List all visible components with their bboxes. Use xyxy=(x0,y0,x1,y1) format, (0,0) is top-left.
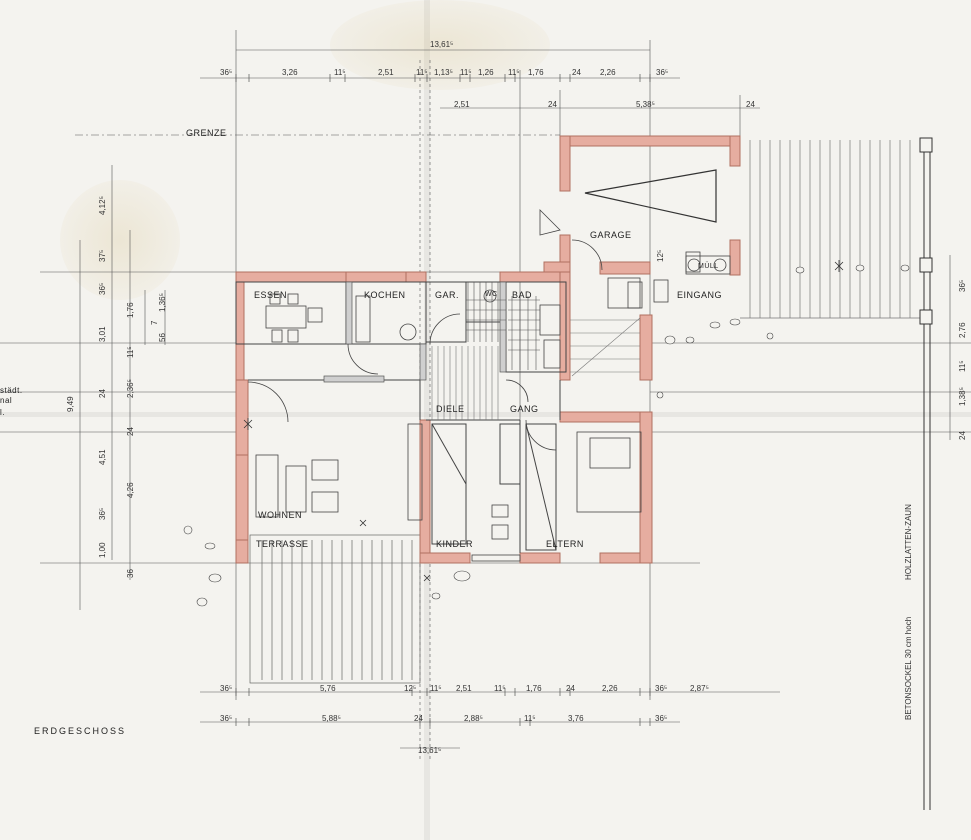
dim-top-row1: 36⁵ xyxy=(656,68,669,77)
dim-left-inner: 36 xyxy=(126,569,135,578)
room-label-kinder: KINDER xyxy=(436,539,474,549)
dim-bottom-row2: 36⁵ xyxy=(220,714,233,723)
dim-top-row1: 1,26 xyxy=(478,68,494,77)
dim-top-row2: 2,51 xyxy=(454,100,470,109)
dim-top-row1: 11⁵ xyxy=(460,68,472,77)
dim-left-inner2: 1,76 xyxy=(126,302,135,318)
dim-top-row1: 1,76 xyxy=(528,68,544,77)
floor-title: ERDGESCHOSS xyxy=(34,726,127,736)
dim-left-outer: 4,12⁵ xyxy=(98,196,107,215)
dim-bottom-row1: 36⁵ xyxy=(220,684,233,693)
dim-bottom-row1: 2,26 xyxy=(602,684,618,693)
dim-left-small: 7 xyxy=(150,320,159,325)
dim-left-inner2: 11⁵ xyxy=(126,346,135,358)
dim-top-row1: 3,26 xyxy=(282,68,298,77)
dim-bottom-row2: 3,76 xyxy=(568,714,584,723)
dim-left-small: 1,36⁵ xyxy=(158,293,167,312)
dim-bottom-row2: 36⁵ xyxy=(655,714,668,723)
base-label: BETONSOCKEL 30 cm hoch xyxy=(904,616,913,720)
dim-bottom-row1: 24 xyxy=(566,684,575,693)
dim-left-inner2: 4,26 xyxy=(126,482,135,498)
dim-left-inner: 24 xyxy=(98,389,107,398)
dim-top-row2: 24 xyxy=(548,100,557,109)
dim-bottom-total: 13,61⁵ xyxy=(418,746,442,755)
dim-left-outer: 37⁵ xyxy=(98,249,107,262)
garden-stones xyxy=(183,264,910,607)
dim-right-col: 24 xyxy=(958,431,967,440)
dim-left-small: 56 xyxy=(158,333,167,342)
entrance-paving xyxy=(740,140,925,319)
dim-top-total: 13,61⁵ xyxy=(430,40,454,49)
room-label-wc: WC xyxy=(485,291,498,298)
dim-right-col: 11⁵ xyxy=(958,360,967,372)
paper-stain xyxy=(330,0,550,90)
dim-right-col: 1,38⁵ xyxy=(958,387,967,406)
room-label-essen: ESSEN xyxy=(254,290,288,300)
room-label-diele: DIELE xyxy=(436,404,465,414)
terrace-slats xyxy=(249,534,421,684)
room-label-wohnen: WOHNEN xyxy=(258,510,302,520)
dim-top-row1: 24 xyxy=(572,68,581,77)
dim-top-row1: 1,13⁵ xyxy=(434,68,453,77)
fence-line xyxy=(919,137,933,810)
stairs xyxy=(431,317,641,420)
dim-top-row2: 5,38⁵ xyxy=(636,100,655,109)
dimension-ticks xyxy=(235,74,651,726)
room-label-eingang: EINGANG xyxy=(677,290,723,300)
dim-right-col: 36⁵ xyxy=(958,279,967,292)
dim-right-col: 2,76 xyxy=(958,322,967,338)
room-label-gar: GAR. xyxy=(435,290,460,300)
dim-top-row1: 11⁵ xyxy=(334,68,346,77)
side-note-3: l. xyxy=(0,408,5,417)
car-symbol xyxy=(584,169,717,223)
dim-top-row1: 11⁵ xyxy=(416,68,428,77)
dim-top-row1: 11⁵ xyxy=(508,68,520,77)
dim-left-inner: 36⁵ xyxy=(98,507,107,520)
furniture xyxy=(255,251,731,562)
dim-left-inner: 1,00 xyxy=(98,542,107,558)
room-label-bad: BAD xyxy=(512,290,533,300)
room-label-kochen: KOCHEN xyxy=(364,290,406,300)
dim-bottom-row1: 2,87⁵ xyxy=(690,684,709,693)
dim-bottom-row1: 11⁵ xyxy=(430,684,442,693)
room-label-terrasse: TERRASSE xyxy=(256,539,309,549)
fence-label: HOLZLATTEN-ZAUN xyxy=(904,504,913,580)
dim-top-row1: 36⁵ xyxy=(220,68,233,77)
dim-bottom-row2: 5,88⁵ xyxy=(322,714,341,723)
cross-hatched-walls xyxy=(323,281,507,383)
dim-top-row2: 24 xyxy=(746,100,755,109)
dim-left-inner: 4,51 xyxy=(98,449,107,465)
room-label-garage: GARAGE xyxy=(590,230,632,240)
dim-top-row1: 2,51 xyxy=(378,68,394,77)
dim-bottom-row2: 2,88⁵ xyxy=(464,714,483,723)
property-border-label: GRENZE xyxy=(186,128,227,138)
dim-bottom-row1: 1,76 xyxy=(526,684,542,693)
dim-bottom-row1: 5,76 xyxy=(320,684,336,693)
planting-symbols xyxy=(243,260,844,582)
dim-left-inner2: 2,36⁵ xyxy=(126,379,135,398)
dimension-lines xyxy=(0,30,971,760)
dim-garage-small: 12⁵ xyxy=(656,249,665,262)
dim-left-inner2: 24 xyxy=(126,427,135,436)
doors xyxy=(247,209,603,451)
dim-bottom-row1: 11⁵ xyxy=(494,684,506,693)
paper-fold-horizontal xyxy=(0,412,971,417)
room-label-muell: MÜLL xyxy=(698,263,719,270)
side-note-1: städt. xyxy=(0,386,23,395)
dim-left-outer: 9,49 xyxy=(66,396,75,412)
dim-bottom-row1: 36⁵ xyxy=(655,684,668,693)
dim-bottom-row1: 2,51 xyxy=(456,684,472,693)
dim-left-inner: 3,01 xyxy=(98,326,107,342)
dim-bottom-row2: 11⁵ xyxy=(524,714,536,723)
dim-left-inner: 36⁵ xyxy=(98,282,107,295)
dim-bottom-row2: 24 xyxy=(414,714,423,723)
dim-top-row1: 2,26 xyxy=(600,68,616,77)
room-label-gang: GANG xyxy=(510,404,539,414)
room-label-eltern: ELTERN xyxy=(546,539,584,549)
dim-bottom-row1: 12⁵ xyxy=(404,684,417,693)
side-note-2: nal xyxy=(0,396,13,405)
